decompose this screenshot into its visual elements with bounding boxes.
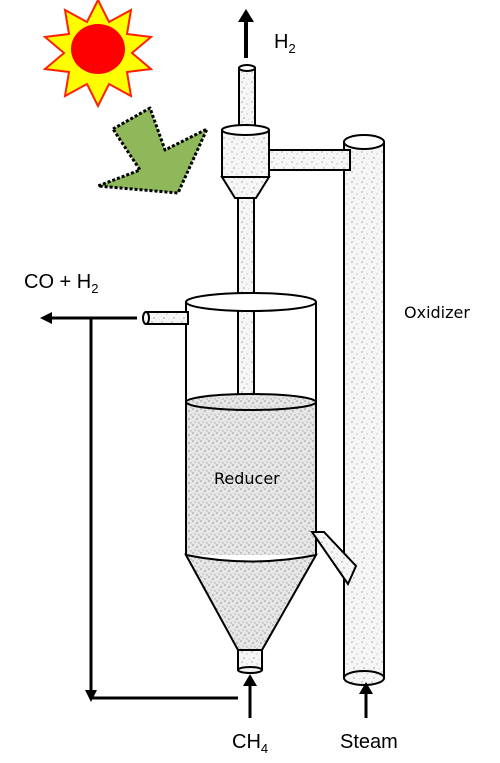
h2-outlet-label: H2 — [274, 31, 296, 56]
oxidizer-column — [343, 134, 385, 686]
reducer-label: Reducer — [214, 469, 280, 488]
syngas-arrowhead — [40, 312, 52, 324]
connector-pipe — [259, 149, 351, 171]
gas-outlet-pipe — [142, 311, 189, 325]
h2-outlet-arrow — [238, 9, 254, 58]
transfer-pipe — [310, 531, 358, 587]
cyclone — [220, 124, 271, 199]
reducer-vessel — [184, 292, 318, 674]
top-outlet-pipe — [238, 64, 256, 131]
sunlight-arrow-icon — [96, 106, 209, 195]
oxidizer-label: Oxidizer — [404, 303, 470, 322]
ch4-label: CH4 — [232, 731, 268, 756]
steam-label: Steam — [340, 731, 398, 753]
syngas-recycle-loop — [52, 316, 238, 700]
steam-inlet-arrow — [359, 682, 373, 718]
recycle-arrowhead — [85, 690, 97, 702]
ch4-inlet-arrow — [243, 674, 257, 718]
co-h2-label: CO + H2 — [24, 271, 98, 296]
sun-icon — [42, 0, 154, 109]
